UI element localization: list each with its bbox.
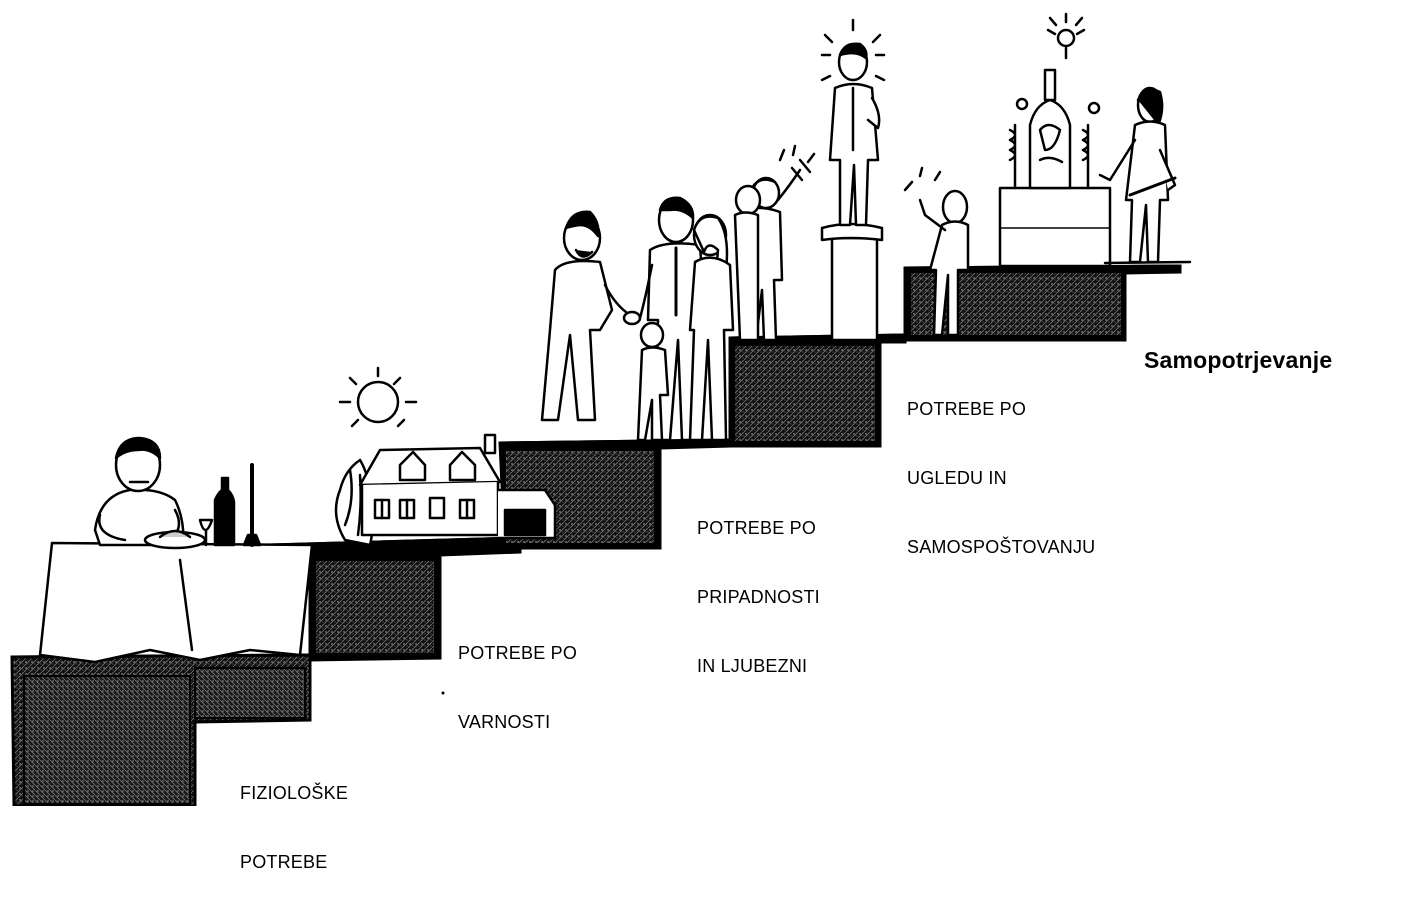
step-4-block [728, 333, 907, 448]
pedestal-man-illustration [820, 18, 970, 342]
maslow-staircase-illustration [10, 12, 1192, 806]
label-belonging-needs: POTREBE PO PRIPADNOSTI IN LJUBEZNI [697, 471, 820, 701]
dining-man-illustration [38, 436, 314, 664]
label-line: POTREBE PO [458, 643, 578, 663]
label-safety-needs: POTREBE PO VARNOSTI [458, 596, 577, 757]
label-physiological-needs: FIZIOLOŠKE POTREBE [240, 736, 348, 897]
label-self-actualization: Samopotrjevanje [1144, 290, 1332, 402]
label-esteem-needs: POTREBE PO UGLEDU IN SAMOSPOŠTOVANJU [907, 352, 1095, 582]
stray-dot [441, 691, 445, 695]
label-line: UGLEDU IN [907, 468, 1007, 488]
label-line: POTREBE PO [907, 399, 1027, 419]
label-line: SAMOSPOŠTOVANJU [907, 537, 1096, 557]
label-line: POTREBE PO [697, 518, 817, 538]
label-line: POTREBE [240, 852, 328, 872]
sculptor-illustration [998, 12, 1192, 268]
step-5-block [903, 264, 1182, 342]
lightbulb-icon [1046, 12, 1086, 60]
label-line: PRIPADNOSTI [697, 587, 820, 607]
step-1-block [10, 653, 312, 806]
house-illustration [334, 366, 557, 547]
label-line: FIZIOLOŠKE [240, 783, 349, 803]
sun-icon [338, 366, 418, 428]
handshake-family-illustration [540, 144, 816, 442]
label-line: IN LJUBEZNI [697, 656, 808, 676]
label-line: VARNOSTI [458, 712, 551, 732]
label-line: Samopotrjevanje [1144, 347, 1333, 373]
